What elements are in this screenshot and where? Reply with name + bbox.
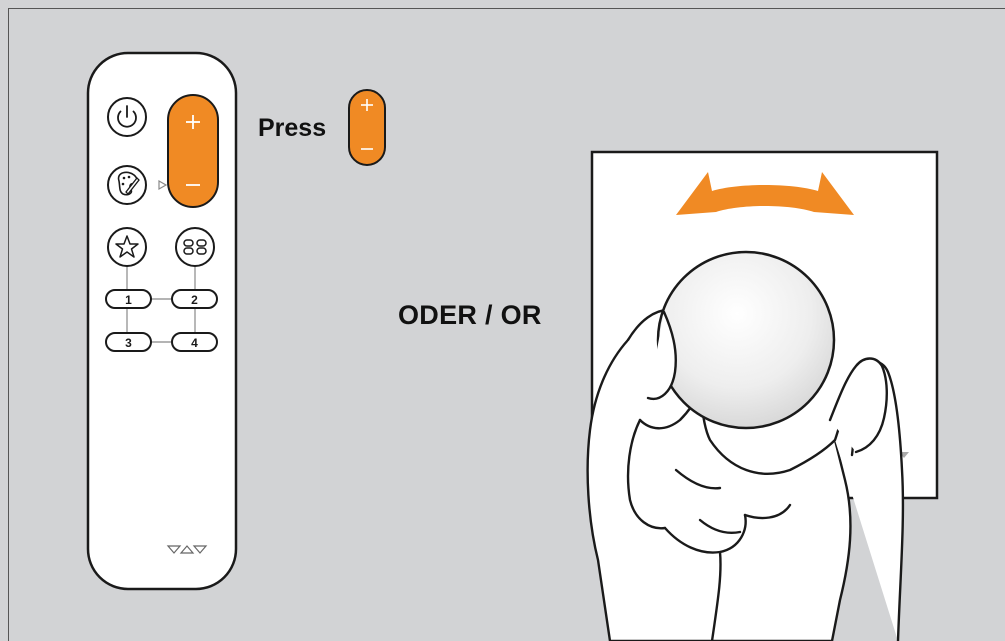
channel-key-3[interactable]: 3 (106, 333, 151, 351)
channel-key-2-label: 2 (191, 293, 198, 307)
channel-key-1[interactable]: 1 (106, 290, 151, 308)
remote-control: 1 2 3 4 (88, 53, 236, 589)
channel-key-3-label: 3 (125, 336, 132, 350)
color-button[interactable] (108, 166, 146, 204)
press-label: Press (258, 114, 326, 143)
power-button[interactable] (108, 98, 146, 136)
dimmer-knob[interactable] (658, 252, 834, 428)
press-rocker-icon (349, 90, 385, 165)
or-label: ODER / OR (398, 300, 542, 331)
brightness-rocker[interactable] (168, 95, 218, 207)
channel-key-4[interactable]: 4 (172, 333, 217, 351)
channel-key-2[interactable]: 2 (172, 290, 217, 308)
scenes-button[interactable] (176, 228, 214, 266)
favorite-button[interactable] (108, 228, 146, 266)
channel-key-4-label: 4 (191, 336, 198, 350)
channel-key-1-label: 1 (125, 293, 132, 307)
